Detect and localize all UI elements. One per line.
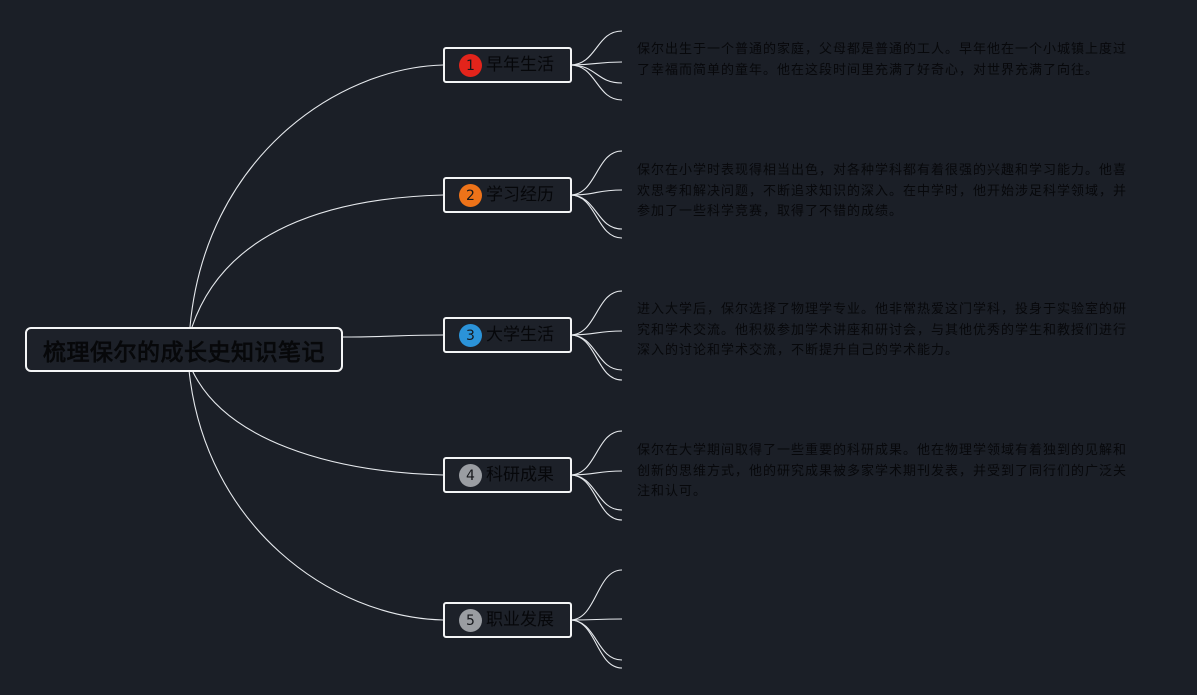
subtopic-connector	[569, 194, 623, 230]
central-topic[interactable]: 梳理保尔的成长史知识笔记	[25, 327, 343, 372]
connector-central-to-research-achievements	[191, 369, 444, 476]
subtopic-connector	[569, 194, 623, 239]
priority-4-icon[interactable]: 4	[459, 464, 482, 487]
subtopic-connectors	[569, 30, 623, 669]
topic-university-life[interactable]: 3 大学生活	[443, 317, 572, 353]
connector-central-to-study-experience	[191, 194, 444, 328]
subtopic-connector	[569, 619, 623, 669]
topic-study-experience[interactable]: 2 学习经历	[443, 177, 572, 213]
subtopic-connector	[569, 474, 623, 511]
subtopic-connector	[569, 64, 623, 84]
detail-line: 注和认可。	[637, 484, 708, 499]
detail-line: 参加了一些科学竞赛，取得了不错的成绩。	[637, 204, 904, 219]
subtopic-connector	[569, 334, 623, 381]
subtopic-connector	[569, 30, 623, 66]
topic-label: 职业发展	[486, 610, 554, 630]
subtopic-connector	[569, 569, 623, 621]
connector-central-to-career-development	[188, 369, 444, 621]
topic-career-development[interactable]: 5 职业发展	[443, 602, 572, 638]
topic-label: 科研成果	[486, 465, 554, 485]
subtopic-connector	[569, 618, 623, 621]
subtopic-study-experience-detail[interactable]: 保尔在小学时表现得相当出色，对各种学科都有着很强的兴趣和学习能力。他喜 欢思考和…	[637, 161, 1127, 223]
subtopic-connector	[569, 474, 623, 521]
subtopic-connector	[569, 470, 623, 476]
topic-label: 早年生活	[486, 55, 554, 75]
detail-line: 深入的讨论和学术交流，不断提升自己的学术能力。	[637, 343, 960, 358]
detail-line: 保尔在小学时表现得相当出色，对各种学科都有着很强的兴趣和学习能力。他喜	[637, 163, 1128, 178]
subtopic-connector	[569, 64, 623, 101]
priority-1-icon[interactable]: 1	[459, 54, 482, 77]
detail-line: 进入大学后，保尔选择了物理学专业。他非常热爱这门学科，投身于实验室的研	[637, 302, 1128, 317]
connector-central-to-university-life	[340, 334, 444, 338]
subtopic-research-achievements-detail[interactable]: 保尔在大学期间取得了一些重要的科研成果。他在物理学领域有着独到的见解和 创新的思…	[637, 441, 1127, 503]
central-topic-label: 梳理保尔的成长史知识笔记	[43, 339, 325, 366]
subtopic-connector	[569, 150, 623, 196]
subtopic-connector	[569, 334, 623, 371]
subtopic-connector	[569, 430, 623, 476]
subtopic-connector	[569, 330, 623, 336]
priority-5-icon[interactable]: 5	[459, 609, 482, 632]
priority-3-icon[interactable]: 3	[459, 324, 482, 347]
connector-central-to-early-life	[189, 64, 444, 328]
detail-line: 保尔在大学期间取得了一些重要的科研成果。他在物理学领域有着独到的见解和	[637, 443, 1128, 458]
subtopic-connector	[569, 619, 623, 661]
subtopic-university-life-detail[interactable]: 进入大学后，保尔选择了物理学专业。他非常热爱这门学科，投身于实验室的研 究和学术…	[637, 300, 1127, 362]
priority-2-icon[interactable]: 2	[459, 184, 482, 207]
detail-line: 创新的思维方式，他的研究成果被多家学术期刊发表，并受到了同行们的广泛关	[637, 463, 1128, 479]
detail-line: 究和学术交流。他积极参加学术讲座和研讨会，与其他优秀的学生和教授们进行	[637, 322, 1128, 338]
subtopic-connector	[569, 189, 623, 196]
detail-line: 了幸福而简单的童年。他在这段时间里充满了好奇心，对世界充满了向往。	[637, 62, 1100, 78]
detail-line: 欢思考和解决问题，不断追求知识的深入。在中学时，他开始涉足科学领域，并	[637, 183, 1128, 199]
topic-early-life[interactable]: 1 早年生活	[443, 47, 572, 83]
topic-research-achievements[interactable]: 4 科研成果	[443, 457, 572, 493]
topic-label: 大学生活	[486, 325, 554, 345]
detail-line: 保尔出生于一个普通的家庭，父母都是普通的工人。早年他在一个小城镇上度过	[637, 42, 1128, 57]
topic-label: 学习经历	[486, 185, 554, 205]
subtopic-early-life-detail[interactable]: 保尔出生于一个普通的家庭，父母都是普通的工人。早年他在一个小城镇上度过 了幸福而…	[637, 40, 1127, 81]
subtopic-connector	[569, 290, 623, 336]
